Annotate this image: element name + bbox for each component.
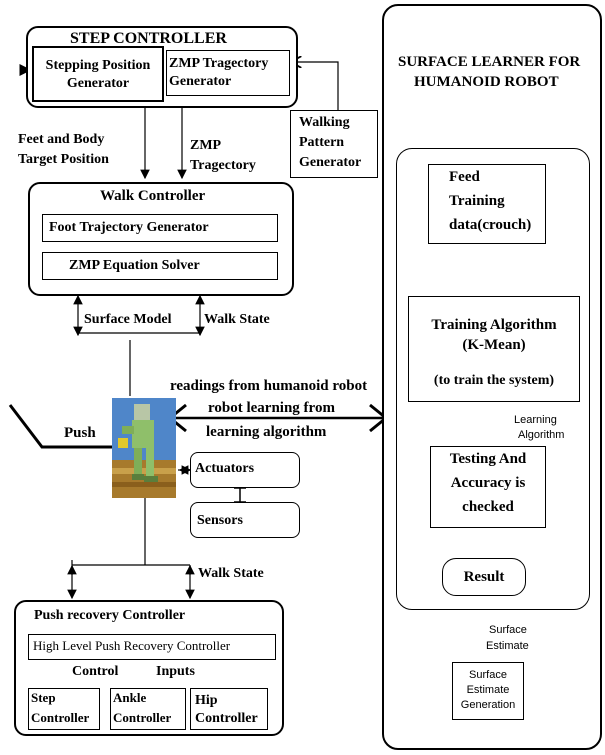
zmp-trajectory-label-1: ZMP — [190, 138, 222, 153]
ankle-controller-sub: Ankle Controller — [110, 688, 186, 730]
training-line3: (to train the system) — [433, 373, 555, 388]
hip-sub-line1: Hip — [195, 693, 218, 708]
actuators-label: Actuators — [195, 461, 255, 476]
learning-algorithm-label-1: Learning — [514, 414, 557, 426]
readings-line2: robot learning from — [208, 400, 335, 416]
seg-line3: Generation — [460, 699, 516, 711]
zmp-trajectory-generator: ZMP Tragectory Generator — [166, 50, 290, 96]
surface-estimate-label-1: Surface — [489, 624, 527, 636]
push-recovery-title: Push recovery Controller — [34, 608, 186, 623]
foot-trajectory-label: Foot Trajectory Generator — [49, 220, 209, 235]
inputs-label: Inputs — [156, 664, 195, 679]
feed-line3: data(crouch) — [449, 217, 532, 233]
zmp-trajectory-gen-line2: Generator — [169, 74, 232, 89]
walking-pattern-generator: Walking Pattern Generator — [290, 110, 378, 178]
result-box: Result — [442, 558, 526, 596]
testing-line2: Accuracy is — [450, 475, 526, 491]
sensors-box: Sensors — [190, 502, 300, 538]
training-algorithm-box: Training Algorithm (K-Mean) (to train th… — [408, 296, 580, 402]
training-line2: (K-Mean) — [462, 337, 526, 353]
stepping-position-line2: Generator — [66, 76, 130, 91]
foot-trajectory-generator: Foot Trajectory Generator — [42, 214, 278, 242]
stepping-position-generator: Stepping Position Generator — [32, 46, 164, 102]
stepping-position-line1: Stepping Position — [45, 58, 151, 73]
hip-sub-line2: Controller — [195, 711, 258, 726]
step-sub-line2: Controller — [31, 710, 90, 725]
training-line1: Training Algorithm — [431, 317, 557, 333]
zmp-equation-label: ZMP Equation Solver — [69, 258, 200, 273]
learning-algorithm-label-2: Algorithm — [518, 429, 565, 441]
surface-estimate-generation-box: Surface Estimate Generation — [452, 662, 524, 720]
testing-accuracy-box: Testing And Accuracy is checked — [430, 446, 546, 528]
humanoid-robot-image — [112, 398, 176, 498]
feet-body-label-1: Feet and Body — [18, 132, 105, 147]
step-controller-title: STEP CONTROLLER — [70, 30, 227, 47]
zmp-trajectory-gen-line1: ZMP Tragectory — [169, 56, 269, 71]
feed-line2: Training — [449, 193, 505, 209]
testing-line3: checked — [462, 499, 514, 515]
high-level-push-recovery: High Level Push Recovery Controller — [28, 634, 276, 660]
readings-line1: readings from humanoid robot — [170, 378, 368, 394]
high-level-label: High Level Push Recovery Controller — [33, 638, 231, 653]
ankle-sub-line1: Ankle — [113, 690, 147, 705]
hip-controller-sub: Hip Controller — [190, 688, 268, 730]
step-controller-sub: Step Controller — [28, 688, 100, 730]
walk-state-bottom-label: Walk State — [198, 566, 264, 581]
step-sub-line1: Step — [31, 690, 56, 705]
sensors-label: Sensors — [197, 513, 243, 528]
walking-pattern-line3: Generator — [299, 155, 362, 170]
walking-pattern-line1: Walking — [299, 115, 350, 130]
walking-pattern-line2: Pattern — [299, 135, 345, 150]
seg-line2: Estimate — [466, 684, 510, 696]
feed-line1: Feed — [449, 169, 480, 185]
walk-state-top-label: Walk State — [204, 312, 270, 327]
actuators-box: Actuators — [190, 452, 300, 488]
feet-body-label-2: Target Position — [18, 152, 109, 167]
ankle-sub-line2: Controller — [113, 710, 172, 725]
readings-line3: learning algorithm — [206, 424, 327, 440]
surface-learner-title-2: HUMANOID ROBOT — [414, 74, 559, 90]
surface-model-label: Surface Model — [84, 312, 172, 327]
feed-training-box: Feed Training data(crouch) — [428, 164, 546, 244]
seg-line1: Surface — [469, 669, 507, 681]
surface-learner-title-1: SURFACE LEARNER FOR — [398, 54, 581, 70]
surface-estimate-label-2: Estimate — [486, 640, 529, 652]
zmp-equation-solver: ZMP Equation Solver — [42, 252, 278, 280]
testing-line1: Testing And — [449, 451, 527, 467]
push-label: Push — [64, 425, 96, 441]
walk-controller-title: Walk Controller — [100, 188, 206, 204]
control-label: Control — [72, 664, 119, 679]
result-label: Result — [463, 569, 505, 585]
zmp-trajectory-label-2: Tragectory — [190, 158, 256, 173]
